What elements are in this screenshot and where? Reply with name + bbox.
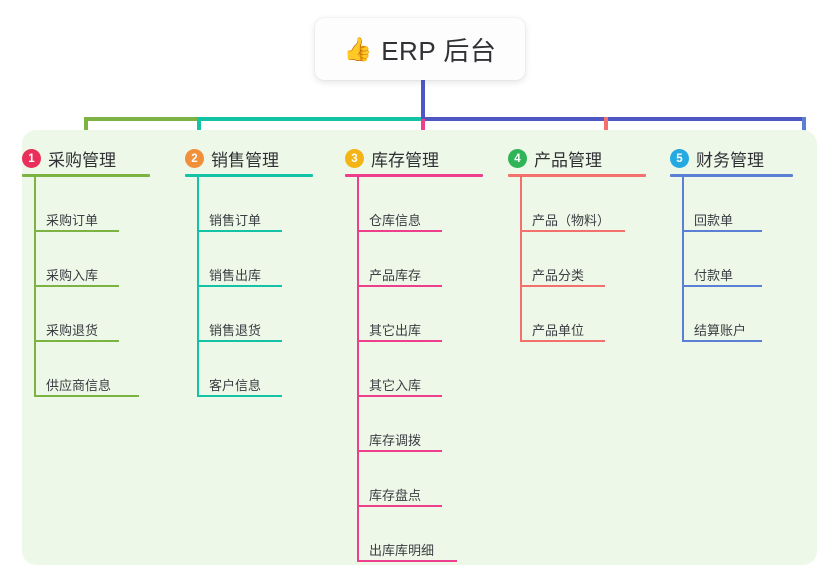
module-item-rule [520,230,625,232]
column-header-rule [508,174,646,177]
module-item-rule [357,450,442,452]
module-item-rule [357,560,457,562]
column-badge-1: 1 [22,149,41,168]
thumbs-up-icon: 👍 [343,35,373,62]
module-item-rule [197,340,282,342]
column-title: 销售管理 [211,151,279,170]
column-header-rule [670,174,793,177]
column-header-5[interactable]: 5 财务管理 [670,146,764,171]
module-item[interactable]: 付款单 [694,268,734,283]
column-header-rule [185,174,313,177]
module-item[interactable]: 产品单位 [532,323,585,338]
column-title: 财务管理 [696,151,764,170]
module-item[interactable]: 采购退货 [46,323,99,338]
module-item[interactable]: 产品（物料） [532,213,611,228]
column-spine [34,177,36,397]
module-item[interactable]: 其它入库 [369,378,422,393]
module-item-rule [357,505,442,507]
root-node-content: 👍 ERP 后台 [344,31,497,68]
module-item[interactable]: 客户信息 [209,378,262,393]
module-item[interactable]: 其它出库 [369,323,422,338]
column-title: 库存管理 [371,151,439,170]
module-item-rule [34,285,119,287]
module-item-rule [34,340,119,342]
modules-panel [22,130,817,565]
module-item-rule [357,230,442,232]
module-item-rule [197,285,282,287]
module-columns: 1 采购管理采购订单采购入库采购退货供应商信息 2 销售管理销售订单销售出库销售退货客… [22,130,817,565]
module-item-rule [682,230,762,232]
column-badge-2: 2 [185,149,204,168]
module-item-rule [34,395,139,397]
root-node[interactable]: 👍 ERP 后台 [315,18,525,80]
column-badge-3: 3 [345,149,364,168]
module-item[interactable]: 供应商信息 [46,378,112,393]
module-item[interactable]: 仓库信息 [369,213,422,228]
module-item-rule [357,285,442,287]
module-item[interactable]: 销售出库 [209,268,262,283]
module-item-rule [357,395,442,397]
module-item[interactable]: 库存调拨 [369,433,422,448]
module-item-rule [197,230,282,232]
module-item[interactable]: 出库库明细 [369,543,435,558]
module-item[interactable]: 结算账户 [694,323,747,338]
column-badge-4: 4 [508,149,527,168]
module-item-rule [520,340,605,342]
module-item[interactable]: 销售订单 [209,213,262,228]
column-spine [197,177,199,397]
module-item-rule [357,340,442,342]
column-badge-5: 5 [670,149,689,168]
module-item[interactable]: 产品库存 [369,268,422,283]
module-item[interactable]: 库存盘点 [369,488,422,503]
column-title: 产品管理 [534,151,602,170]
module-item-rule [520,285,605,287]
module-item[interactable]: 采购订单 [46,213,99,228]
column-header-1[interactable]: 1 采购管理 [22,146,116,171]
column-header-rule [345,174,483,177]
column-title: 采购管理 [48,151,116,170]
module-item-rule [682,285,762,287]
module-item[interactable]: 采购入库 [46,268,99,283]
module-item[interactable]: 销售退货 [209,323,262,338]
module-item-rule [197,395,282,397]
module-item[interactable]: 回款单 [694,213,734,228]
column-header-2[interactable]: 2 销售管理 [185,146,279,171]
column-header-rule [22,174,150,177]
module-item-rule [34,230,119,232]
column-header-4[interactable]: 4 产品管理 [508,146,602,171]
module-item-rule [682,340,762,342]
column-spine [682,177,684,342]
root-title: ERP 后台 [381,35,497,66]
column-spine [520,177,522,342]
column-header-3[interactable]: 3 库存管理 [345,146,439,171]
column-spine [357,177,359,562]
module-item[interactable]: 产品分类 [532,268,585,283]
